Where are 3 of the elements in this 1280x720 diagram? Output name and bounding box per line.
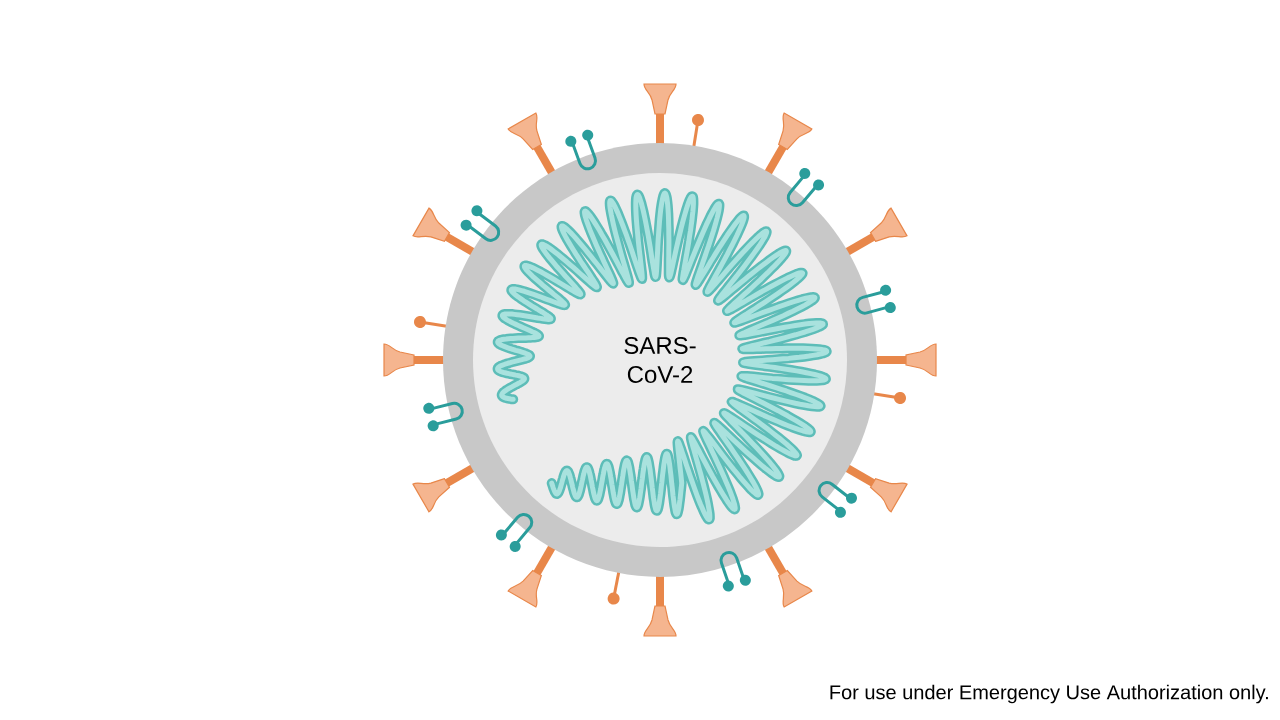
- virus-core: [473, 173, 847, 547]
- virus-label: SARS-CoV-2: [624, 337, 696, 383]
- note-text: For use under Emergency Use Authorization only.: [830, 684, 1268, 704]
